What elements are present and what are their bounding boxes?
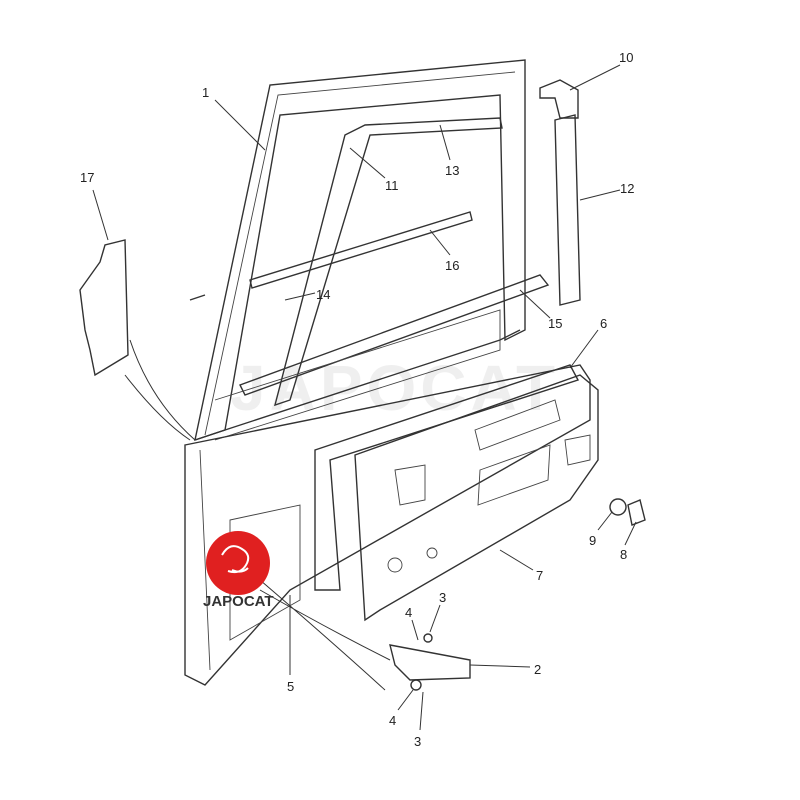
callout-15: 15: [548, 316, 562, 331]
callout-13: 13: [445, 163, 459, 178]
callout-9: 9: [589, 533, 596, 548]
callout-11: 11: [385, 178, 399, 193]
logo-text: JAPOCAT: [203, 593, 274, 610]
door-frame: [194, 59, 526, 442]
bolt: [627, 499, 646, 526]
callout-10: 10: [619, 50, 633, 65]
callout-7: 7: [536, 568, 543, 583]
door-seal: [539, 79, 581, 306]
trim-panel: [354, 374, 599, 622]
callout-16: 16: [445, 258, 459, 273]
callout-12: 12: [620, 181, 634, 196]
window-channels: [189, 117, 550, 441]
inner-panel: [314, 364, 580, 591]
callout-3-lower: 3: [414, 734, 421, 749]
callout-17: 17: [80, 170, 94, 185]
leader-lines: [92, 64, 637, 731]
callout-5: 5: [287, 679, 294, 694]
callout-14: 14: [316, 287, 330, 302]
callout-6: 6: [600, 316, 607, 331]
callout-4: 4: [405, 605, 412, 620]
japocat-logo: JAPOCAT: [203, 531, 274, 610]
hinge-cover: [79, 239, 129, 377]
callout-labels: 1 17 10 12 13 11 16 14 15 6 9 8 7 4 3 2 …: [80, 50, 634, 749]
screw: [423, 633, 433, 643]
door-lower-shell: [184, 364, 591, 686]
callout-8: 8: [620, 547, 627, 562]
callout-1: 1: [202, 85, 209, 100]
callout-4-lower: 4: [389, 713, 396, 728]
check-bracket: [389, 644, 471, 681]
callout-3: 3: [439, 590, 446, 605]
washer: [609, 498, 627, 516]
screw: [410, 679, 422, 691]
callout-2: 2: [534, 662, 541, 677]
